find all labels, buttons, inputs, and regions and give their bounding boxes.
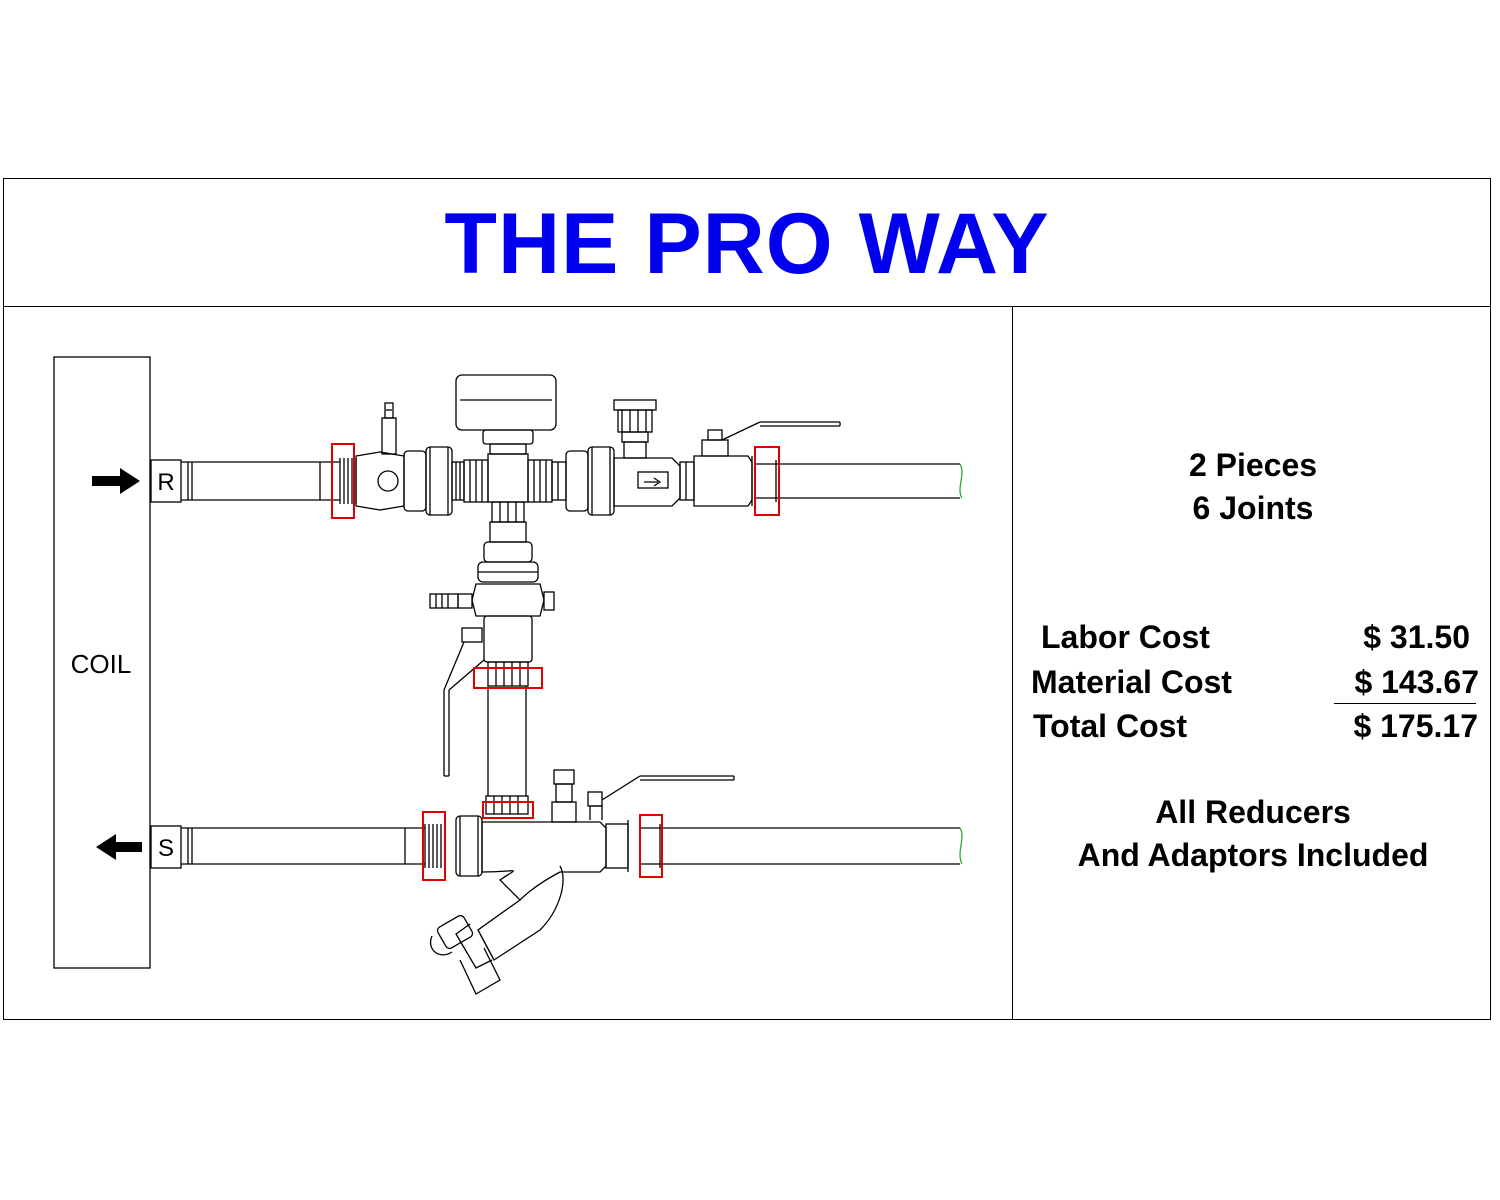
total-cost-label: Total Cost bbox=[1033, 708, 1188, 744]
supply-strainer bbox=[429, 769, 735, 995]
note-line-2: And Adaptors Included bbox=[1077, 837, 1429, 873]
return-right-valves bbox=[565, 399, 841, 516]
page-title: THE PRO WAY bbox=[444, 196, 1050, 292]
note-line-1: All Reducers bbox=[1155, 794, 1351, 830]
return-flow-arrow-icon bbox=[92, 468, 140, 494]
coil-box bbox=[53, 356, 151, 969]
return-port-label: R bbox=[157, 469, 174, 496]
total-cost-value: $ 175.17 bbox=[1353, 708, 1478, 744]
supply-port bbox=[150, 825, 182, 869]
joint-marker bbox=[422, 811, 446, 881]
supply-port-label: S bbox=[158, 835, 174, 862]
return-adaptor-threads bbox=[339, 458, 357, 504]
supply-flow-arrow-icon bbox=[96, 834, 142, 860]
material-cost-value: $ 143.67 bbox=[1354, 664, 1479, 700]
joint-marker bbox=[639, 814, 663, 878]
supply-pipe-break bbox=[959, 827, 963, 865]
joint-marker bbox=[482, 801, 534, 819]
check-valve-arrow-icon bbox=[644, 477, 662, 487]
supply-pipe-right bbox=[640, 824, 960, 868]
coil-label: COIL bbox=[71, 649, 132, 679]
return-union bbox=[355, 402, 465, 516]
pieces-count: 2 Pieces bbox=[1188, 447, 1318, 483]
return-pipe-right bbox=[756, 460, 960, 502]
supply-pipe-left bbox=[181, 824, 442, 868]
return-port bbox=[150, 459, 182, 503]
panel-divider bbox=[1012, 307, 1013, 1019]
return-pipe-break bbox=[959, 463, 963, 499]
diagram-frame: THE PRO WAY 2 Pieces 6 Joints Labor Cost… bbox=[3, 178, 1491, 1020]
cost-panel: 2 Pieces 6 Joints Labor Cost $ 31.50 Mat… bbox=[1014, 307, 1492, 1019]
title-band: THE PRO WAY bbox=[4, 179, 1490, 307]
bypass-assembly bbox=[429, 521, 555, 815]
labor-cost-label: Labor Cost bbox=[1041, 619, 1210, 655]
return-pipe-left bbox=[181, 461, 340, 501]
joints-count: 6 Joints bbox=[1192, 490, 1314, 526]
zone-valve-tee bbox=[455, 374, 567, 523]
material-cost-label: Material Cost bbox=[1031, 664, 1232, 700]
joint-marker bbox=[331, 443, 355, 519]
labor-cost-value: $ 31.50 bbox=[1363, 619, 1470, 655]
sum-underline bbox=[1334, 703, 1476, 704]
joint-marker bbox=[473, 667, 543, 689]
joint-marker bbox=[754, 446, 780, 516]
